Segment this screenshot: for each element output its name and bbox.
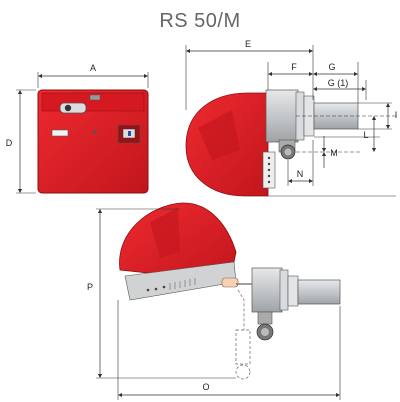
dim-e-label: E: [245, 39, 251, 49]
dim-g1-label: G (1): [328, 78, 349, 88]
sight-glass: [51, 129, 69, 137]
dim-d-label: D: [6, 138, 13, 148]
dim-o-label: O: [202, 382, 209, 392]
dim-f-label: F: [291, 62, 297, 72]
side-view: E F G G (1) I L M: [185, 39, 398, 197]
dim-i-label: I: [395, 110, 398, 120]
front-view: A D: [6, 63, 149, 194]
dim-l-label: L: [363, 130, 368, 140]
front-housing: [37, 89, 149, 194]
dim-m-label: M: [330, 148, 338, 158]
side-flange: [265, 89, 299, 143]
open-flange: [251, 267, 283, 313]
dim-p-label: P: [87, 282, 93, 292]
dim-n-label: N: [297, 169, 304, 179]
dim-g-label: G: [328, 62, 335, 72]
control-knob-housing: [59, 102, 87, 114]
open-view: P O: [87, 202, 341, 400]
model-title: RS 50/M: [159, 10, 241, 32]
dim-a-label: A: [90, 63, 96, 73]
control-knob: [64, 104, 72, 112]
open-blast-tube: [297, 279, 341, 305]
